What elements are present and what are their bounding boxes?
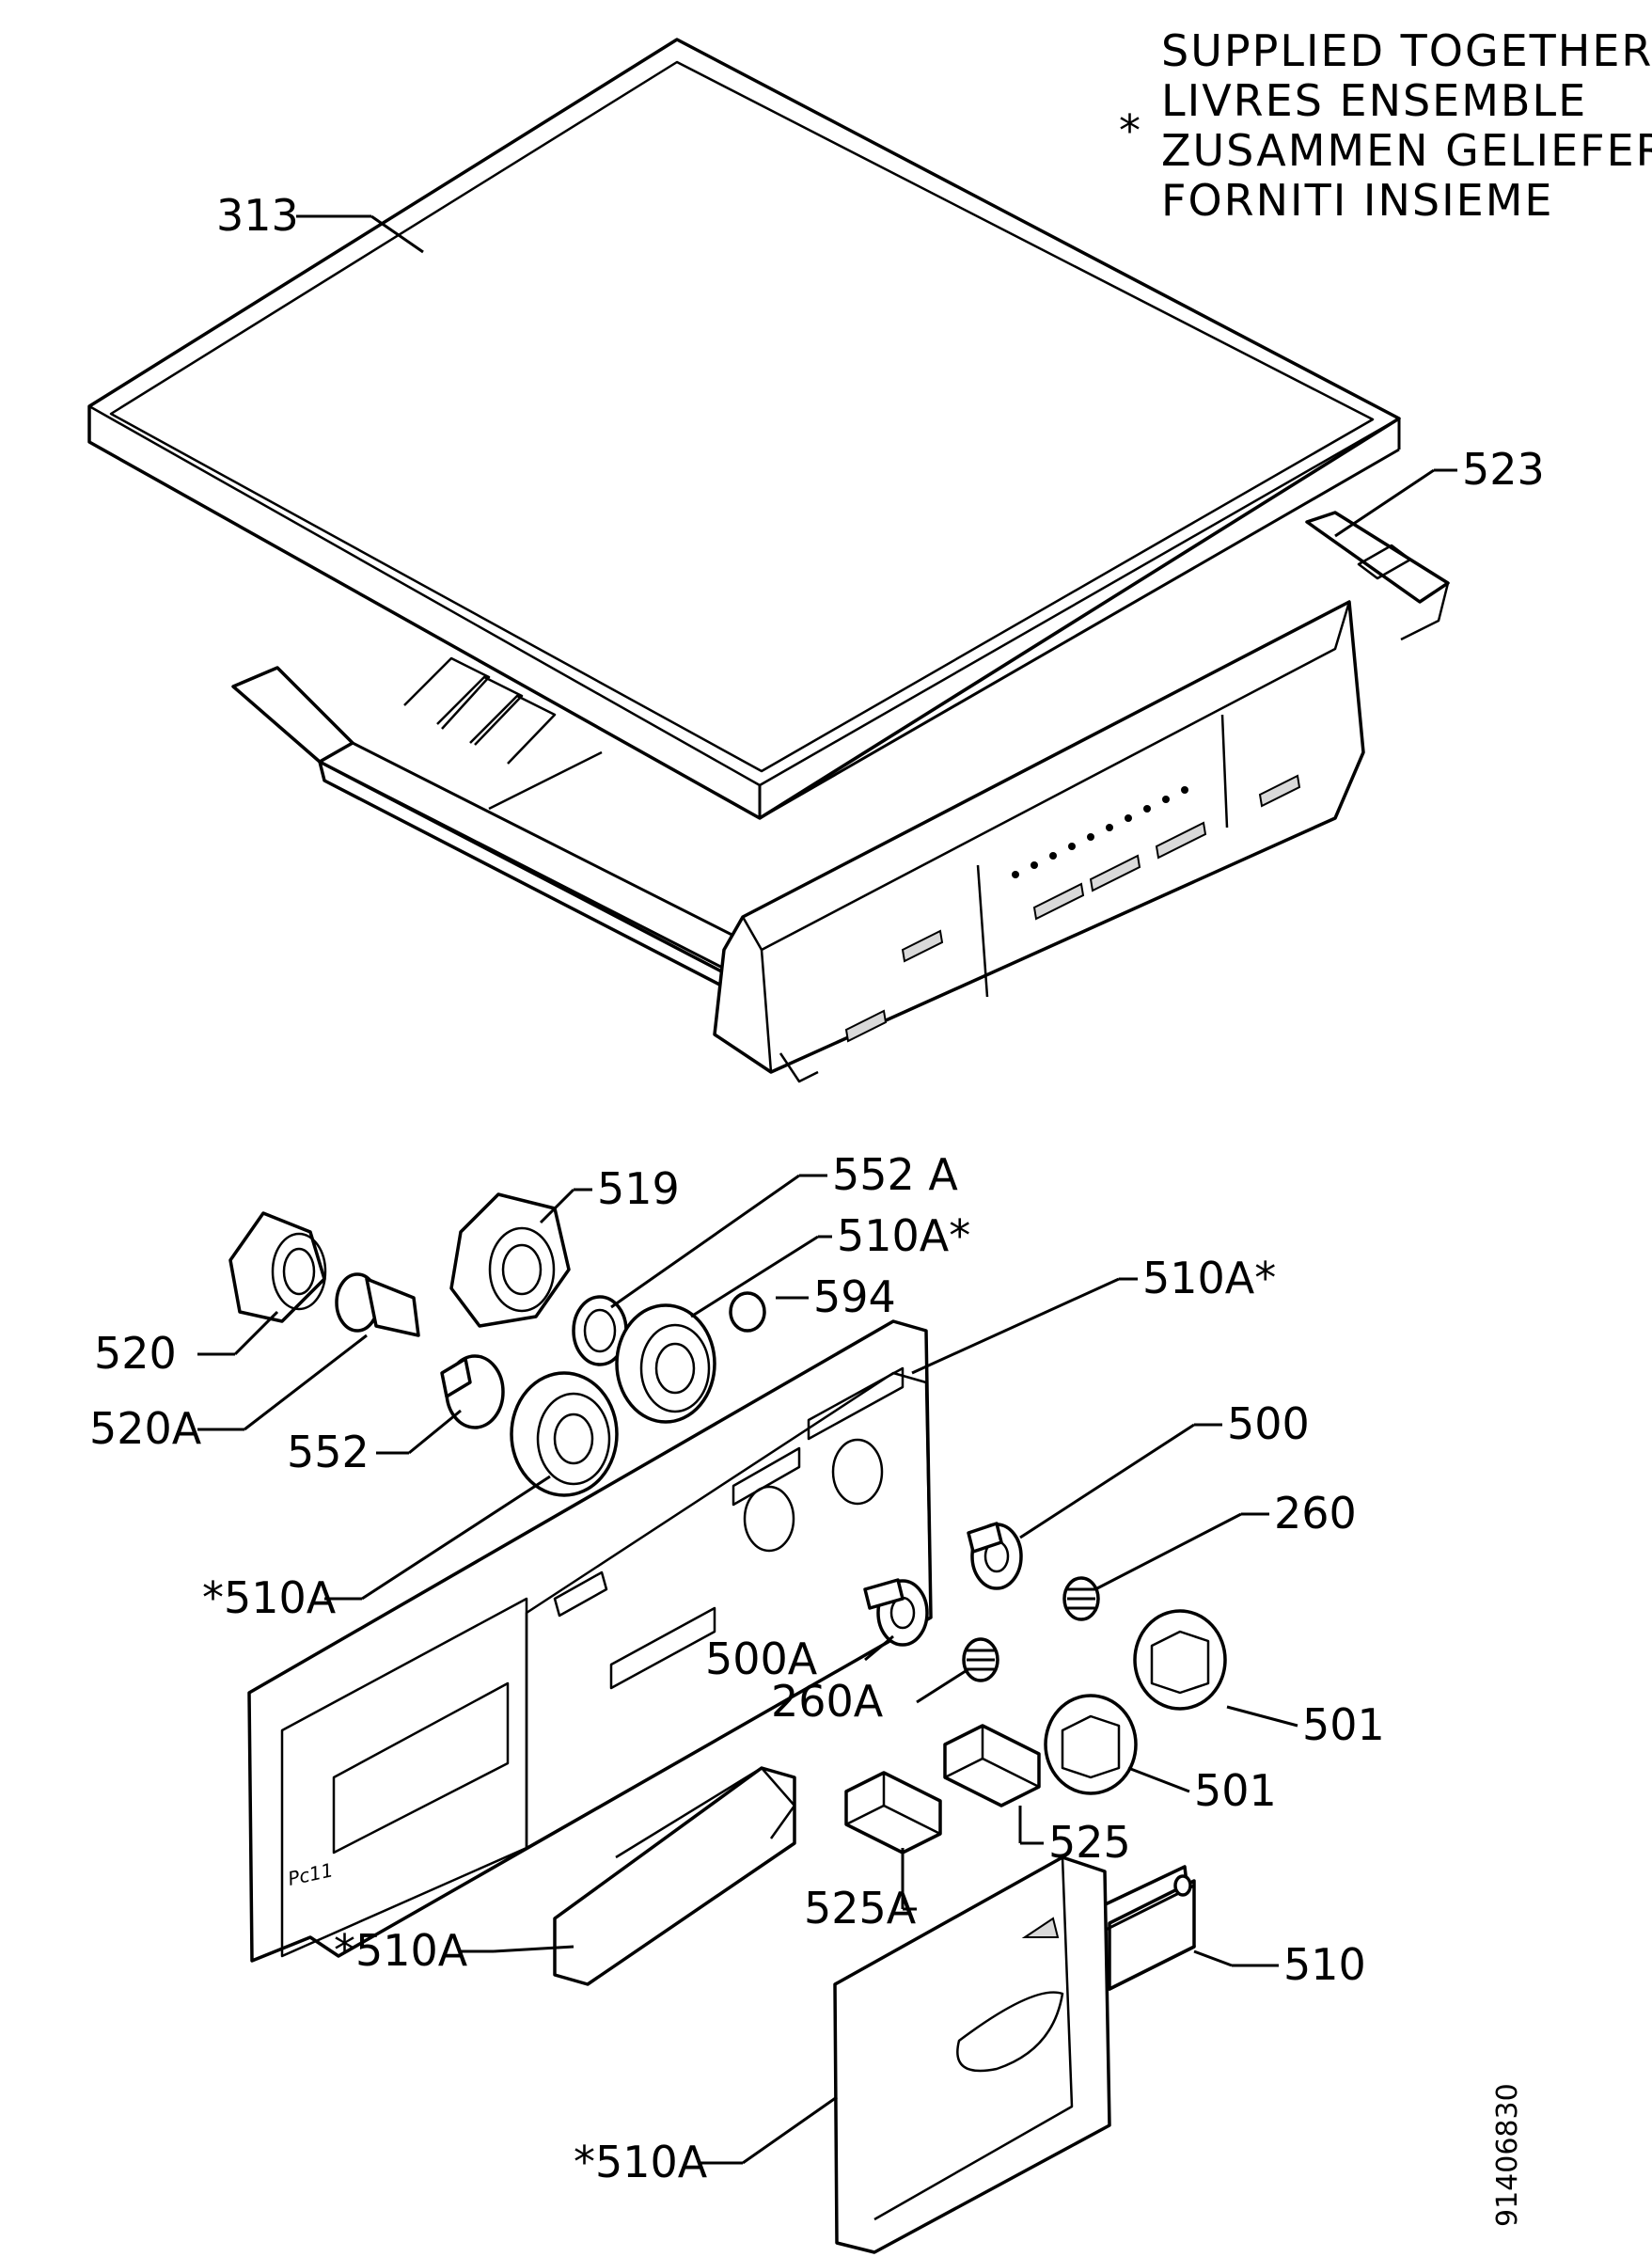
knob-501-bottom	[1044, 1694, 1138, 1795]
leader-lines	[197, 214, 1457, 2165]
button-500A	[863, 1578, 929, 1647]
spindle-520A	[335, 1272, 420, 1337]
label-500A: 500A	[705, 1634, 818, 1684]
knob-552	[440, 1354, 505, 1429]
note-line-2: LIVRES ENSEMBLE	[1161, 75, 1587, 126]
spring-260	[1062, 1576, 1100, 1621]
drawer-trim-510A	[553, 1766, 796, 1986]
label-500: 500	[1227, 1398, 1310, 1449]
note-asterisk: *	[1119, 105, 1142, 156]
label-510A-bottom: *510A	[574, 2137, 708, 2187]
spring-260A	[962, 1637, 999, 1682]
note-line-4: FORNITI INSIEME	[1161, 175, 1553, 226]
knob-ring-519	[449, 1192, 571, 1328]
label-519: 519	[597, 1163, 680, 1214]
push-button-525A	[844, 1771, 942, 1855]
label-510A-left: *510A	[202, 1572, 337, 1623]
label-525A: 525A	[804, 1883, 917, 1933]
knob-510A-right	[615, 1303, 716, 1424]
label-552: 552	[287, 1427, 370, 1477]
label-260: 260	[1274, 1488, 1357, 1539]
label-510: 510	[1283, 1939, 1366, 1990]
label-501-bottom: 501	[1194, 1765, 1277, 1816]
indicator-594	[729, 1291, 766, 1333]
supplied-together-note: SUPPLIED TOGETHER LIVRES ENSEMBLE * ZUSA…	[1119, 25, 1652, 226]
note-line-3: ZUSAMMEN GELIEFERT	[1161, 125, 1652, 176]
programme-selector-520	[228, 1211, 327, 1323]
push-button-525	[943, 1724, 1041, 1807]
part-labels: 313 523 519 552 A 510A* 594 510A* 520 52…	[89, 190, 1545, 2187]
label-501-top: 501	[1302, 1699, 1385, 1750]
front-panel-510A	[247, 1319, 933, 1963]
note-line-1: SUPPLIED TOGETHER	[1161, 25, 1652, 76]
button-500	[967, 1522, 1023, 1590]
label-313: 313	[216, 190, 299, 241]
drawer-front-510A	[833, 1855, 1111, 2254]
label-260A: 260A	[771, 1676, 884, 1727]
label-510A-drawer: *510A	[334, 1925, 468, 1976]
label-520A: 520A	[89, 1403, 202, 1454]
label-523: 523	[1462, 444, 1545, 495]
dispenser-rail-510	[1033, 1865, 1196, 1991]
label-510A-knob: 510A*	[837, 1210, 970, 1261]
knob-510A-left	[510, 1371, 619, 1497]
label-525: 525	[1048, 1817, 1131, 1868]
drawing-code: 91406830	[1491, 2083, 1524, 2227]
worktop-lid-313	[87, 38, 1401, 820]
panel-frame-523	[231, 511, 1450, 1083]
label-552A: 552 A	[832, 1149, 958, 1200]
label-594: 594	[813, 1271, 896, 1322]
label-520: 520	[94, 1328, 177, 1379]
knob-501-top	[1133, 1609, 1227, 1711]
label-510A-panel: 510A*	[1142, 1253, 1276, 1303]
